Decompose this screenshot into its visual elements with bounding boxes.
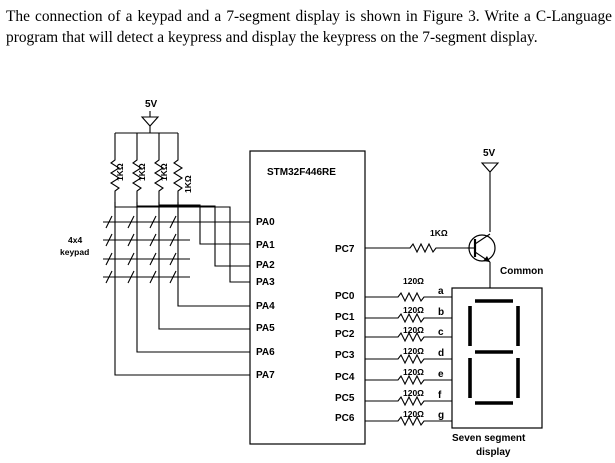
seven-segment-display — [451, 287, 543, 429]
svg-text:b: b — [438, 307, 444, 318]
svg-text:PA2: PA2 — [256, 260, 275, 271]
svg-text:120Ω: 120Ω — [403, 305, 424, 315]
supply-label-right: 5V — [483, 148, 496, 159]
svg-text:PC0: PC0 — [335, 291, 355, 302]
keypad-label-line2: keypad — [60, 247, 89, 257]
svg-text:PA3: PA3 — [256, 277, 275, 288]
svg-text:PA5: PA5 — [256, 323, 275, 334]
base-drive: 1KΩ — [365, 228, 467, 254]
svg-text:1KΩ: 1KΩ — [115, 163, 125, 181]
svg-text:PC1: PC1 — [335, 312, 355, 323]
svg-text:a: a — [438, 286, 444, 297]
svg-text:e: e — [438, 369, 444, 380]
svg-text:PC2: PC2 — [335, 329, 355, 340]
svg-text:PC3: PC3 — [335, 350, 355, 361]
svg-text:c: c — [438, 327, 444, 338]
svg-text:PC6: PC6 — [335, 413, 355, 424]
pullup-resistor-3: 1KΩ — [153, 133, 169, 202]
svg-text:f: f — [438, 390, 442, 401]
supply-label-left: 5V — [145, 99, 158, 110]
svg-text:PC7: PC7 — [335, 244, 355, 255]
svg-text:PA0: PA0 — [256, 217, 275, 228]
display-label-line1: Seven segment — [452, 433, 526, 444]
pullup-resistors: 1KΩ 1KΩ 1KΩ 1KΩ — [109, 133, 193, 202]
svg-text:120Ω: 120Ω — [403, 367, 424, 377]
svg-text:1KΩ: 1KΩ — [183, 175, 193, 193]
svg-text:120Ω: 120Ω — [403, 325, 424, 335]
transistor-icon — [467, 233, 496, 288]
common-label: Common — [500, 266, 543, 277]
segment-resistors: 120Ω 120Ω 120Ω 120Ω 120Ω 120Ω 120Ω a b c… — [365, 276, 452, 427]
svg-text:120Ω: 120Ω — [403, 388, 424, 398]
pullup-resistor-2: 1KΩ — [131, 133, 147, 202]
svg-text:PA4: PA4 — [256, 301, 275, 312]
base-resistor-label: 1KΩ — [430, 228, 448, 238]
mcu-right-pins: PC7 PC0 PC1 PC2 PC3 PC4 PC5 PC6 — [335, 244, 355, 424]
keypad-label-line1: 4x4 — [68, 235, 82, 245]
svg-text:PA7: PA7 — [256, 370, 275, 381]
svg-text:1KΩ: 1KΩ — [137, 163, 147, 181]
svg-text:d: d — [438, 348, 444, 359]
pullup-resistor-4: 1KΩ — [172, 133, 193, 202]
svg-text:PC5: PC5 — [335, 393, 355, 404]
seven-segment-digit-icon — [468, 299, 520, 405]
svg-text:g: g — [438, 410, 444, 421]
svg-text:PA6: PA6 — [256, 347, 275, 358]
question-text: The connection of a keypad and a 7-segme… — [6, 8, 612, 46]
display-label-line2: display — [476, 447, 511, 458]
mcu-name: STM32F446RE — [267, 167, 336, 178]
keypad-switch-marks — [105, 215, 177, 284]
pullup-resistor-1: 1KΩ — [109, 133, 125, 202]
supply-arrow-left-icon — [115, 111, 178, 134]
svg-text:120Ω: 120Ω — [403, 409, 424, 419]
supply-arrow-right-icon — [480, 162, 500, 232]
svg-text:PA1: PA1 — [256, 240, 275, 251]
mcu-left-pins: PA0 PA1 PA2 PA3 PA4 PA5 PA6 PA7 — [256, 217, 275, 381]
svg-text:1KΩ: 1KΩ — [159, 163, 169, 181]
svg-text:PC4: PC4 — [335, 372, 355, 383]
keypad-matrix — [103, 202, 250, 376]
svg-text:120Ω: 120Ω — [403, 346, 424, 356]
svg-text:120Ω: 120Ω — [403, 276, 424, 286]
